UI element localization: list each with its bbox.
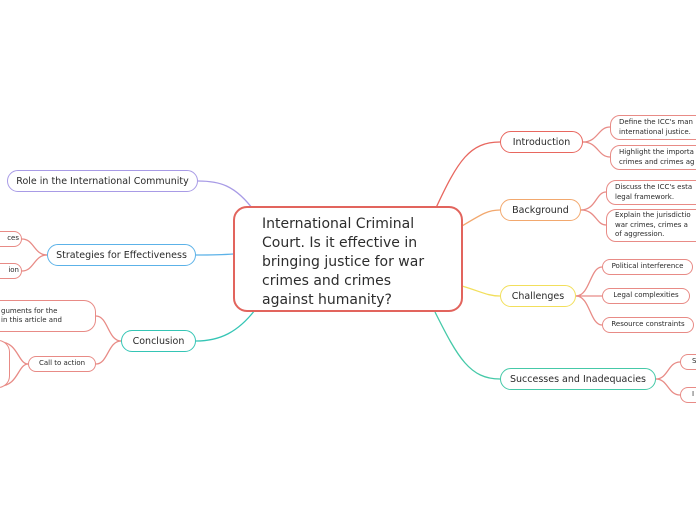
connector-intro-child-1 xyxy=(582,126,611,143)
branch-conclusion[interactable]: Conclusion xyxy=(121,330,196,352)
connector-successes xyxy=(434,311,501,380)
connector-conclusion xyxy=(195,309,256,342)
connector-challenges-child-3 xyxy=(575,295,603,326)
successes-item-1[interactable]: S xyxy=(680,354,696,370)
connector-background xyxy=(461,209,501,227)
introduction-item-2[interactable]: Highlight the importa crimes and crimes … xyxy=(610,145,696,170)
branch-role-in-international-community[interactable]: Role in the International Community xyxy=(7,170,198,192)
connector-successes-child-2 xyxy=(655,378,681,396)
connector-challenges-child-1 xyxy=(575,266,603,297)
introduction-item-1[interactable]: Define the ICC's man international justi… xyxy=(610,115,696,140)
challenges-item-legal-complexities[interactable]: Legal complexities xyxy=(602,288,690,304)
connector-background-child-1 xyxy=(580,191,607,211)
connector-role xyxy=(197,180,256,213)
background-item-1-text: Discuss the ICC's esta legal framework. xyxy=(615,183,693,201)
successes-item-1-text: S xyxy=(692,357,696,367)
challenges-item-3-text: Resource constraints xyxy=(611,320,685,329)
background-item-2[interactable]: Explain the jurisdictio war crimes, crim… xyxy=(606,209,696,242)
connector-strategies xyxy=(195,253,234,256)
introduction-item-2-text: Highlight the importa crimes and crimes … xyxy=(619,148,695,166)
connector-strategies-child-1 xyxy=(21,238,48,256)
central-topic[interactable]: International Criminal Court. Is it effe… xyxy=(233,206,463,312)
connector-conclusion-child-1 xyxy=(95,315,122,342)
challenges-item-political-interference[interactable]: Political interference xyxy=(602,259,693,275)
branch-background[interactable]: Background xyxy=(500,199,581,221)
background-item-2-text: Explain the jurisdictio war crimes, crim… xyxy=(615,211,691,239)
challenges-item-2-text: Legal complexities xyxy=(613,291,679,300)
conclusion-item-1-text: guments for the in this article and xyxy=(1,306,62,325)
connector-introduction xyxy=(434,141,501,211)
successes-item-2-text: I xyxy=(692,390,695,399)
connector-challenges xyxy=(461,285,501,297)
strategies-item-2-text: ion xyxy=(8,266,19,275)
strategies-item-1[interactable]: ces xyxy=(0,231,22,247)
branch-introduction[interactable]: Introduction xyxy=(500,131,583,153)
branch-strategies-for-effectiveness[interactable]: Strategies for Effectiveness xyxy=(47,244,196,266)
conclusion-item-arguments[interactable]: guments for the in this article and xyxy=(0,300,96,332)
conclusion-item-call-to-action[interactable]: Call to action xyxy=(28,356,96,372)
successes-item-2[interactable]: I xyxy=(680,387,696,403)
strategies-item-2[interactable]: ion xyxy=(0,263,22,279)
background-item-1[interactable]: Discuss the ICC's esta legal framework. xyxy=(606,180,696,205)
connector-strategies-child-2 xyxy=(21,254,48,272)
introduction-item-1-text: Define the ICC's man international justi… xyxy=(619,118,693,136)
branch-successes-and-inadequacies[interactable]: Successes and Inadequacies xyxy=(500,368,656,390)
conclusion-item-2-text: Call to action xyxy=(38,359,86,368)
conclusion-subitem-offscreen[interactable] xyxy=(0,340,10,388)
challenges-item-1-text: Political interference xyxy=(611,262,684,271)
connector-background-child-2 xyxy=(580,209,607,226)
strategies-item-1-text: ces xyxy=(7,234,19,243)
challenges-item-resource-constraints[interactable]: Resource constraints xyxy=(602,317,694,333)
connector-conclusion-child-2 xyxy=(95,340,122,365)
branch-challenges[interactable]: Challenges xyxy=(500,285,576,307)
connector-successes-child-1 xyxy=(655,361,681,380)
connector-intro-child-2 xyxy=(582,141,611,158)
